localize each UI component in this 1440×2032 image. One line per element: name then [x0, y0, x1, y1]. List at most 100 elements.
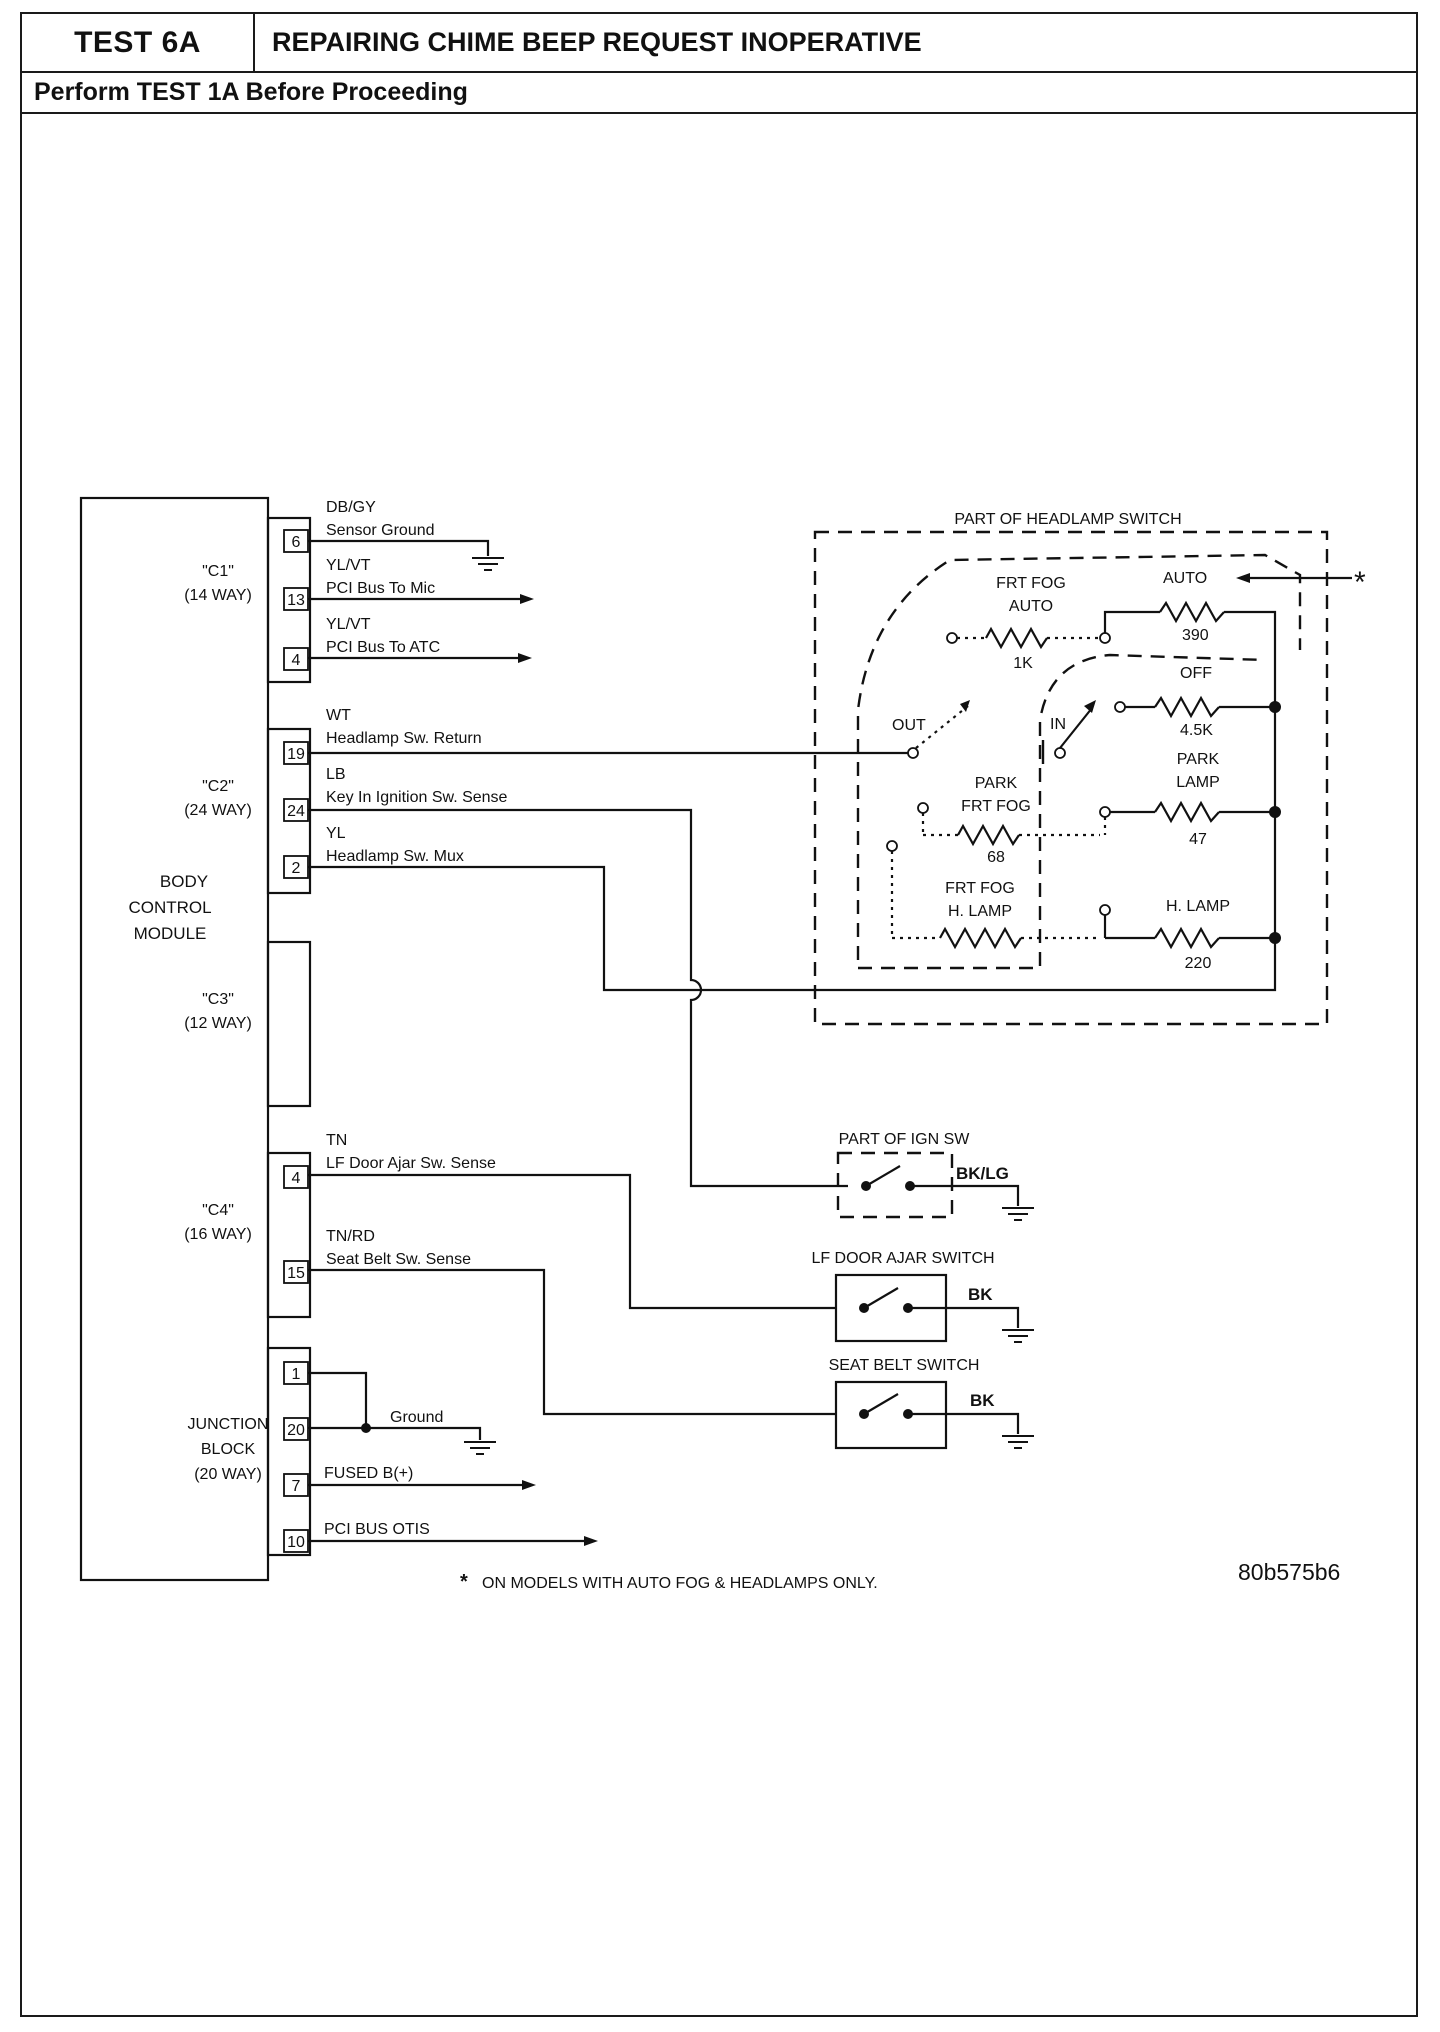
c1-pin-4: 4 — [283, 647, 309, 671]
c4-pin15-circuit: Seat Belt Sw. Sense — [326, 1251, 471, 1268]
splice-dot — [1269, 701, 1281, 713]
door-ajar-sense-wire — [308, 1173, 836, 1310]
svg-text:4: 4 — [292, 652, 301, 669]
svg-text:24: 24 — [287, 803, 305, 820]
bcm-connector-c4 — [266, 1151, 312, 1319]
resistor-icon — [985, 626, 1048, 650]
contact-icon — [1099, 806, 1111, 818]
frt-fog-auto-1: FRT FOG — [996, 575, 1066, 592]
footnote-text: ON MODELS WITH AUTO FOG & HEADLAMPS ONLY… — [482, 1575, 878, 1592]
bcm-connector-c3 — [266, 940, 312, 1108]
c1-pin4-color: YL/VT — [326, 616, 371, 633]
auto-label: AUTO — [1163, 570, 1207, 587]
svg-text:13: 13 — [287, 592, 305, 609]
arrow-right-icon — [522, 1480, 536, 1490]
h-lamp-value: 220 — [1185, 955, 1212, 972]
park-lamp-2: LAMP — [1176, 774, 1220, 791]
frt-fog-auto-value: 1K — [1013, 655, 1033, 672]
off-label: OFF — [1180, 665, 1212, 682]
headlamp-switch-boundary — [813, 530, 1329, 1026]
svg-text:20: 20 — [287, 1422, 305, 1439]
arrow-icon — [1084, 700, 1096, 713]
jb-label-2: BLOCK — [201, 1441, 256, 1458]
splice-dot — [361, 1423, 371, 1433]
fused-b-label: FUSED B(+) — [324, 1465, 413, 1482]
headlamp-mux-wire — [308, 710, 1277, 992]
frt-fog-hlamp-2: H. LAMP — [948, 903, 1012, 920]
arrow-right-icon — [520, 594, 534, 604]
jb-pin-1: 1 — [283, 1361, 309, 1385]
svg-text:19: 19 — [287, 746, 305, 763]
belt-switch-title: SEAT BELT SWITCH — [829, 1357, 980, 1374]
resistor-icon — [1154, 695, 1220, 719]
resistor-icon — [1154, 800, 1220, 824]
c1-pin6-color: DB/GY — [326, 499, 376, 516]
switch-blade — [1059, 707, 1093, 749]
asterisk-marker: * — [1354, 566, 1366, 599]
c2-name: "C2" — [202, 778, 234, 795]
test-id: TEST 6A — [22, 14, 255, 71]
c1-pin13-circuit: PCI Bus To Mic — [326, 580, 435, 597]
bcm-label-3: MODULE — [134, 924, 207, 943]
contact-icon — [907, 747, 919, 759]
c4-ways: (16 WAY) — [184, 1226, 252, 1243]
resistor-icon — [1154, 926, 1220, 950]
bcm-label-2: CONTROL — [128, 898, 211, 917]
contact-icon — [1099, 632, 1111, 644]
switch-blade — [863, 1287, 899, 1309]
bcm-connector-jb — [266, 1346, 312, 1557]
svg-text:1: 1 — [292, 1366, 301, 1383]
c4-name: "C4" — [202, 1202, 234, 1219]
arrow-right-icon — [584, 1536, 598, 1546]
header-row: TEST 6A REPAIRING CHIME BEEP REQUEST INO… — [22, 14, 1416, 73]
contact-icon — [1099, 904, 1111, 916]
park-frt-fog-value: 68 — [987, 849, 1005, 866]
c2-pin-19: 19 — [283, 741, 309, 765]
subheader-row: Perform TEST 1A Before Proceeding — [22, 73, 1416, 114]
sensor-ground-wire — [308, 539, 490, 556]
c2-pin-24: 24 — [283, 798, 309, 822]
ground-icon — [1001, 1207, 1035, 1221]
c2-ways: (24 WAY) — [184, 802, 252, 819]
ground-icon — [1001, 1329, 1035, 1343]
in-label: IN — [1050, 716, 1066, 733]
door-switch-title: LF DOOR AJAR SWITCH — [811, 1250, 994, 1267]
frt-fog-auto-2: AUTO — [1009, 598, 1053, 615]
switch-blade — [863, 1393, 899, 1415]
c1-name: "C1" — [202, 563, 234, 580]
headlamp-switch-title: PART OF HEADLAMP SWITCH — [954, 511, 1181, 528]
ground-icon — [471, 557, 505, 571]
h-lamp-label: H. LAMP — [1166, 898, 1230, 915]
switch-inner-boundary — [856, 553, 1302, 960]
arrow-right-icon — [518, 653, 532, 663]
pci-bus-otis-label: PCI BUS OTIS — [324, 1521, 430, 1538]
c2-pin24-color: LB — [326, 766, 346, 783]
out-label: OUT — [892, 717, 926, 734]
ign-switch-title: PART OF IGN SW — [839, 1131, 971, 1148]
jb-pin-20: 20 — [283, 1417, 309, 1441]
svg-text:2: 2 — [292, 860, 301, 877]
park-frt-fog-2: FRT FOG — [961, 798, 1031, 815]
c2-pin2-circuit: Headlamp Sw. Mux — [326, 848, 464, 865]
c1-pin4-circuit: PCI Bus To ATC — [326, 639, 440, 656]
c4-pin-4: 4 — [283, 1165, 309, 1189]
resistor-icon — [957, 823, 1020, 847]
c2-pin-2: 2 — [283, 855, 309, 879]
park-lamp-1: PARK — [1177, 751, 1220, 768]
c4-pin4-color: TN — [326, 1132, 347, 1149]
c1-pin-6: 6 — [283, 529, 309, 553]
svg-text:7: 7 — [292, 1478, 301, 1495]
c4-pin15-color: TN/RD — [326, 1228, 375, 1245]
frt-fog-hlamp-1: FRT FOG — [945, 880, 1015, 897]
off-value: 4.5K — [1180, 722, 1213, 739]
jb-pin-10: 10 — [283, 1529, 309, 1553]
contact-icon — [917, 802, 929, 814]
arrow-left-icon — [1236, 573, 1250, 583]
jb-ground-label: Ground — [390, 1409, 443, 1426]
park-frt-fog-1: PARK — [975, 775, 1018, 792]
svg-text:15: 15 — [287, 1265, 305, 1282]
resistor-icon — [939, 926, 1022, 950]
subheader-text: Perform TEST 1A Before Proceeding — [34, 78, 468, 106]
contact-icon — [946, 632, 958, 644]
